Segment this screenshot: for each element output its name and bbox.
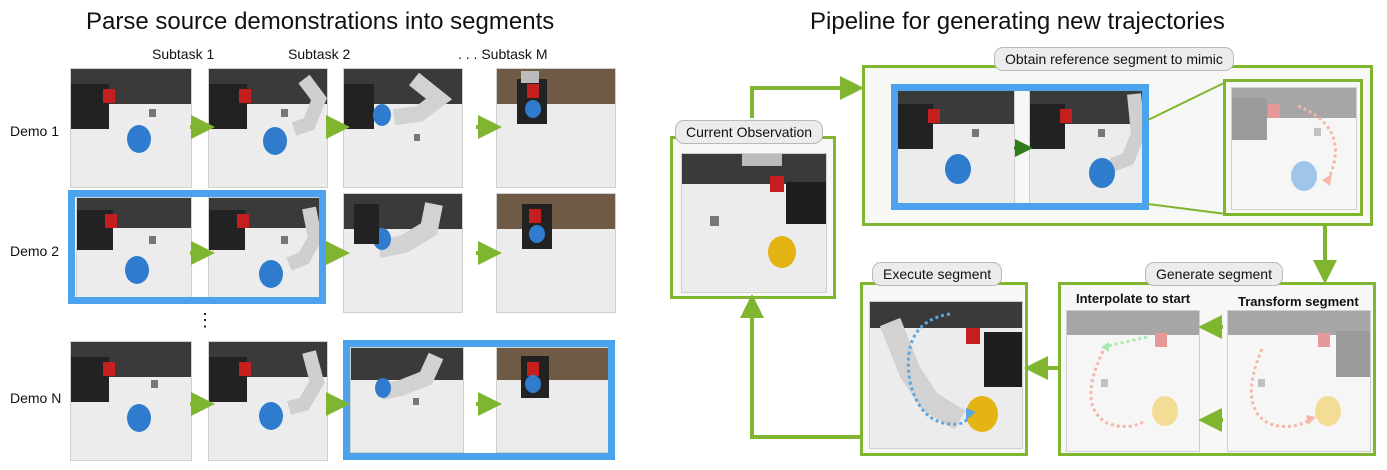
current-observation-label: Current Observation	[675, 120, 824, 144]
execute-segment-box	[860, 282, 1028, 456]
demon-scene-2	[208, 341, 328, 461]
demon-scene-3	[350, 347, 464, 453]
current-observation-scene	[681, 153, 827, 293]
demon-scene-1	[70, 341, 192, 461]
demo1-scene-3	[343, 68, 463, 188]
execute-segment-label: Execute segment	[872, 262, 1003, 286]
obtain-reference-label: Obtain reference segment to mimic	[994, 47, 1234, 71]
demo1-scene-4	[496, 68, 616, 188]
generate-segment-label: Generate segment	[1145, 262, 1283, 286]
subtask-1-label: Subtask 1	[152, 46, 215, 62]
reference-trajectory-box	[1223, 79, 1363, 216]
demo1-scene-2	[208, 68, 328, 188]
demo1-scene-1	[70, 68, 192, 188]
demo2-scene-4	[496, 193, 616, 313]
reference-scene-2	[1029, 88, 1145, 206]
transform-scene	[1227, 310, 1371, 452]
transform-label: Transform segment	[1238, 294, 1359, 309]
demon-scene-4	[496, 347, 610, 453]
right-title: Pipeline for generating new trajectories	[810, 8, 1225, 35]
demo-2-label: Demo 2	[10, 243, 60, 259]
reference-scene-1	[897, 88, 1015, 206]
demo2-scene-3	[343, 193, 463, 313]
execute-segment-scene	[869, 301, 1023, 449]
selected-segment-frame-demon	[343, 340, 615, 460]
interpolate-label: Interpolate to start	[1076, 291, 1191, 306]
interpolate-scene	[1066, 310, 1200, 452]
current-observation-box	[670, 136, 836, 299]
left-title: Parse source demonstrations into segment…	[86, 8, 555, 35]
vertical-ellipsis: ⋮	[196, 310, 214, 330]
demo-n-label: Demo N	[10, 390, 62, 406]
reference-segment-frame	[891, 84, 1149, 210]
reference-trajectory-scene	[1231, 87, 1357, 210]
selected-segment-frame-demo2	[68, 190, 326, 304]
subtask-m-label: . . . Subtask M	[458, 46, 548, 62]
demo-1-label: Demo 1	[10, 123, 60, 139]
subtask-2-label: Subtask 2	[288, 46, 351, 62]
